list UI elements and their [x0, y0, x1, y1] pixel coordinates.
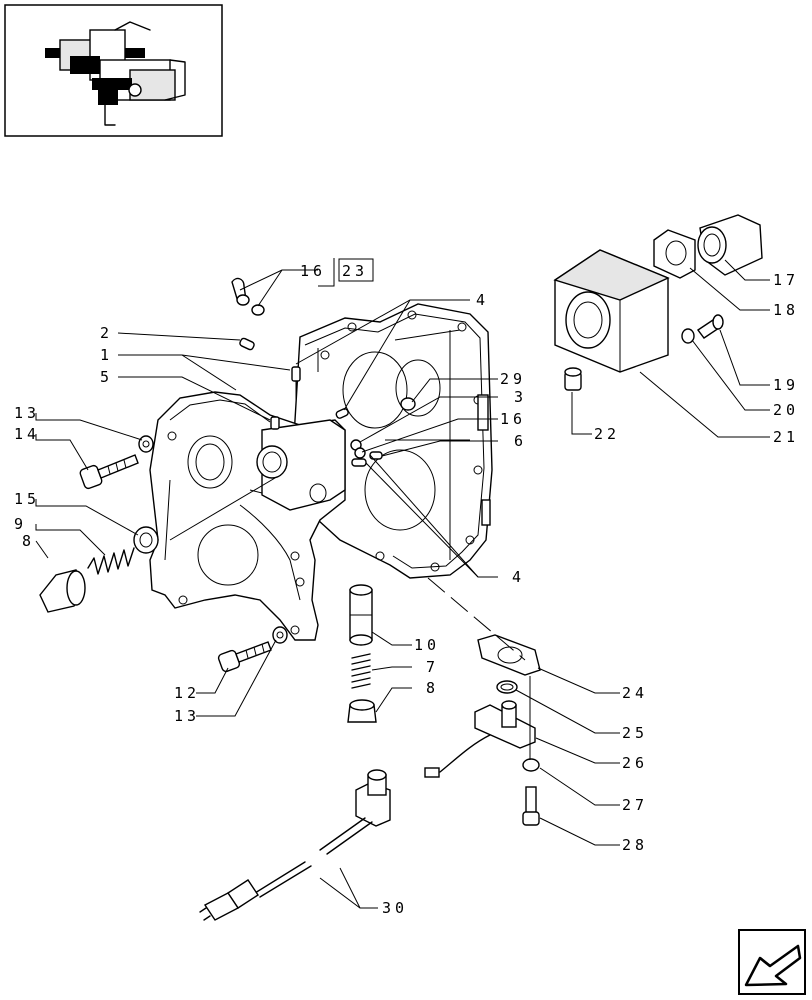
callout-20: 20 — [773, 401, 799, 419]
dowel-pin-1 — [291, 366, 301, 400]
callout-18: 18 — [773, 301, 799, 319]
callout-23: 23 — [342, 262, 368, 280]
callout-6: 6 — [514, 432, 527, 450]
plug-15 — [133, 526, 159, 554]
callout-28: 28 — [622, 836, 648, 854]
callout-11: 10 — [414, 636, 440, 654]
callout-16b: 16 — [500, 410, 526, 428]
callout-3: 3 — [514, 388, 527, 406]
callout-30: 30 — [382, 899, 408, 917]
spring-10 — [87, 547, 135, 575]
cap-9 — [39, 569, 86, 613]
bolt-14 — [79, 454, 139, 490]
plug-small-4 — [335, 408, 349, 419]
next-page-button[interactable] — [738, 929, 806, 995]
rear-cover-21 — [553, 249, 670, 373]
callout-13a: 13 — [14, 404, 40, 422]
callout-25: 25 — [622, 724, 648, 742]
dowel-pin-5 — [270, 416, 280, 430]
callout-17: 17 — [773, 271, 799, 289]
washer-13b — [272, 626, 288, 644]
bolt-12 — [217, 641, 272, 673]
sensor-30 — [199, 769, 391, 921]
leader-lines — [35, 258, 770, 909]
elbow-fitting — [231, 277, 265, 316]
plug-8 — [347, 699, 377, 723]
callout-9: 8 — [22, 532, 35, 550]
bushing-22 — [564, 367, 582, 391]
washer-20 — [681, 328, 695, 344]
gasket-18 — [653, 229, 696, 279]
callout-19: 19 — [773, 376, 799, 394]
washer-27 — [522, 758, 540, 772]
piston-11 — [349, 584, 373, 646]
callout-4a: 4 — [476, 291, 489, 309]
callout-22: 22 — [594, 425, 620, 443]
callout-29: 29 — [500, 370, 526, 388]
transmission-overview-icon — [45, 21, 186, 126]
callout-21: 21 — [773, 428, 799, 446]
pin-4b — [351, 458, 367, 467]
callout-10: 9 — [14, 515, 27, 533]
next-page-arrow-icon — [744, 944, 802, 987]
callout-7: 7 — [426, 658, 439, 676]
gasket-24 — [477, 634, 541, 676]
gearbox-housing-rear — [291, 303, 493, 579]
dowel-pin-2 — [239, 337, 255, 351]
callout-labels: 2 1 5 13 14 15 9 8 12 13 16 23 4 29 3 16… — [14, 262, 799, 917]
callout-14: 14 — [14, 425, 40, 443]
bell-housing-17 — [697, 214, 763, 276]
callout-15: 15 — [14, 490, 40, 508]
bolt-28 — [522, 786, 540, 826]
pin-6 — [369, 451, 383, 460]
callout-16a: 16 — [300, 262, 326, 280]
callout-26: 26 — [622, 754, 648, 772]
bolt-19 — [696, 314, 724, 339]
spring-7 — [351, 653, 371, 689]
flange-26 — [424, 700, 536, 778]
callout-8: 8 — [426, 679, 439, 697]
callout-27: 27 — [622, 796, 648, 814]
plug-16 — [354, 447, 366, 459]
oring-25 — [496, 680, 518, 694]
callout-1: 1 — [100, 346, 113, 364]
callout-4b: 4 — [512, 568, 525, 586]
callout-12: 12 — [174, 684, 200, 702]
callout-13b: 13 — [174, 707, 200, 725]
thumbnail-frame — [4, 4, 223, 137]
callout-2: 2 — [100, 324, 113, 342]
callout-box-23 — [333, 258, 374, 286]
front-cover — [149, 391, 346, 641]
callout-24: 24 — [622, 684, 648, 702]
seal-ring-29 — [400, 397, 416, 411]
washer-13a — [138, 435, 154, 453]
callout-5: 5 — [100, 368, 113, 386]
